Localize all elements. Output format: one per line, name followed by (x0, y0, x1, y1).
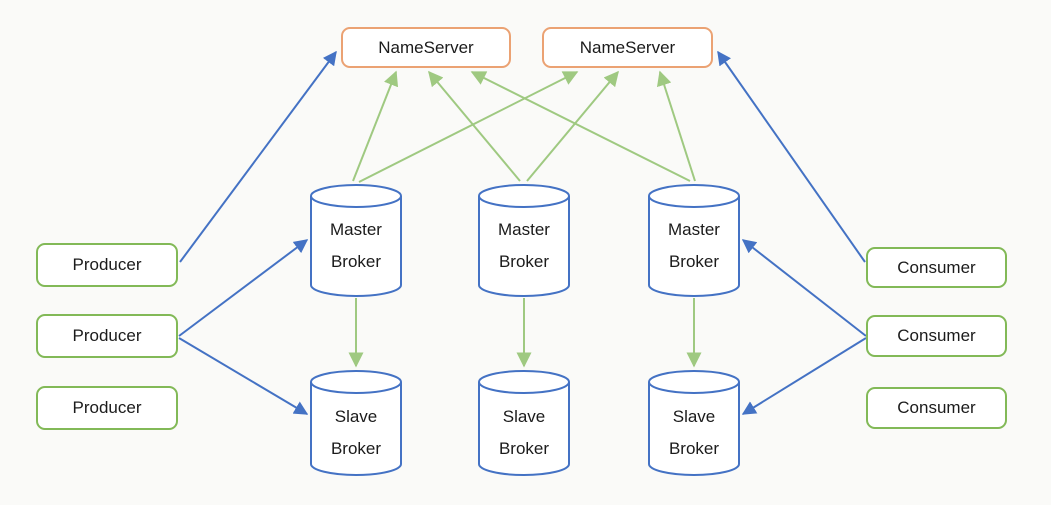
arrow-master2-to-nameserver2 (526, 70, 619, 182)
consumer-1-label: Consumer (897, 257, 976, 277)
master-broker-1-label: Master Broker (311, 214, 401, 278)
arrow-master3-to-nameserver2 (656, 70, 696, 182)
nameserver-1-label: NameServer (378, 37, 474, 57)
master-broker-2-label: Master Broker (479, 214, 569, 278)
master-broker-3-line1: Master (668, 220, 720, 239)
arrow-master1-to-nameserver2 (358, 71, 579, 183)
master-broker-2-cylinder (478, 184, 570, 297)
consumer-2-label: Consumer (897, 326, 976, 345)
arrow-master1-to-nameserver1 (352, 70, 399, 182)
producer-node-1: Producer (36, 243, 178, 287)
arrow-master3-to-nameserver1 (470, 71, 691, 182)
master-broker-2-line2: Broker (498, 252, 550, 271)
arrow-consumer2-to-master3 (741, 239, 867, 337)
cylinder-top (648, 370, 740, 394)
cylinder-top (310, 370, 402, 394)
cylinder-top (310, 184, 402, 208)
slave-broker-1-cylinder (310, 370, 402, 476)
master-broker-3-cylinder (648, 184, 740, 297)
slave-broker-1-label: Slave Broker (311, 401, 401, 465)
master-broker-2-line1: Master (498, 220, 550, 239)
arrow-producer2-to-master1 (178, 239, 309, 337)
arrow-producer1-to-nameserver1 (179, 50, 337, 263)
arrow-master2-to-nameserver1 (428, 70, 521, 182)
slave-broker-1-line2: Broker (330, 439, 382, 458)
slave-broker-2-label: Slave Broker (479, 401, 569, 465)
consumer-node-3: Consumer (866, 387, 1007, 429)
cylinder-body (648, 196, 740, 297)
consumer-node-2: Consumer (866, 315, 1007, 357)
consumer-node-1: Consumer (866, 247, 1007, 288)
slave-broker-2-cylinder (478, 370, 570, 476)
nameserver-node-1: NameServer (341, 27, 511, 68)
slave-broker-3-line1: Slave (672, 407, 716, 426)
cylinder-body (478, 382, 570, 476)
cylinder-body (478, 196, 570, 297)
master-broker-1-line2: Broker (330, 252, 382, 271)
producer-node-3: Producer (36, 386, 178, 430)
slave-broker-2-line1: Slave (502, 407, 546, 426)
consumer-3-label: Consumer (897, 398, 976, 417)
arrow-consumer1-to-nameserver2 (717, 50, 866, 263)
master-broker-3-label: Master Broker (649, 214, 739, 278)
cylinder-top (648, 184, 740, 208)
master-broker-3-line2: Broker (668, 252, 720, 271)
cylinder-body (310, 382, 402, 476)
cylinder-top (478, 370, 570, 394)
producer-3-label: Producer (72, 398, 142, 417)
slave-broker-3-line2: Broker (668, 439, 720, 458)
master-broker-1-cylinder (310, 184, 402, 297)
producer-2-label: Producer (72, 326, 142, 345)
arrow-producer2-to-slave1 (178, 337, 309, 415)
nameserver-node-2: NameServer (542, 27, 713, 68)
slave-broker-3-label: Slave Broker (649, 401, 739, 465)
master-broker-1-line1: Master (330, 220, 382, 239)
nameserver-2-label: NameServer (579, 37, 676, 57)
producer-1-label: Producer (72, 255, 142, 274)
cylinder-top (478, 184, 570, 208)
slave-broker-3-cylinder (648, 370, 740, 476)
slave-broker-1-line1: Slave (334, 407, 378, 426)
cylinder-body (648, 382, 740, 476)
cylinder-body (310, 196, 402, 297)
slave-broker-2-line2: Broker (498, 439, 550, 458)
arrow-consumer2-to-slave3 (741, 337, 867, 415)
producer-node-2: Producer (36, 314, 178, 358)
